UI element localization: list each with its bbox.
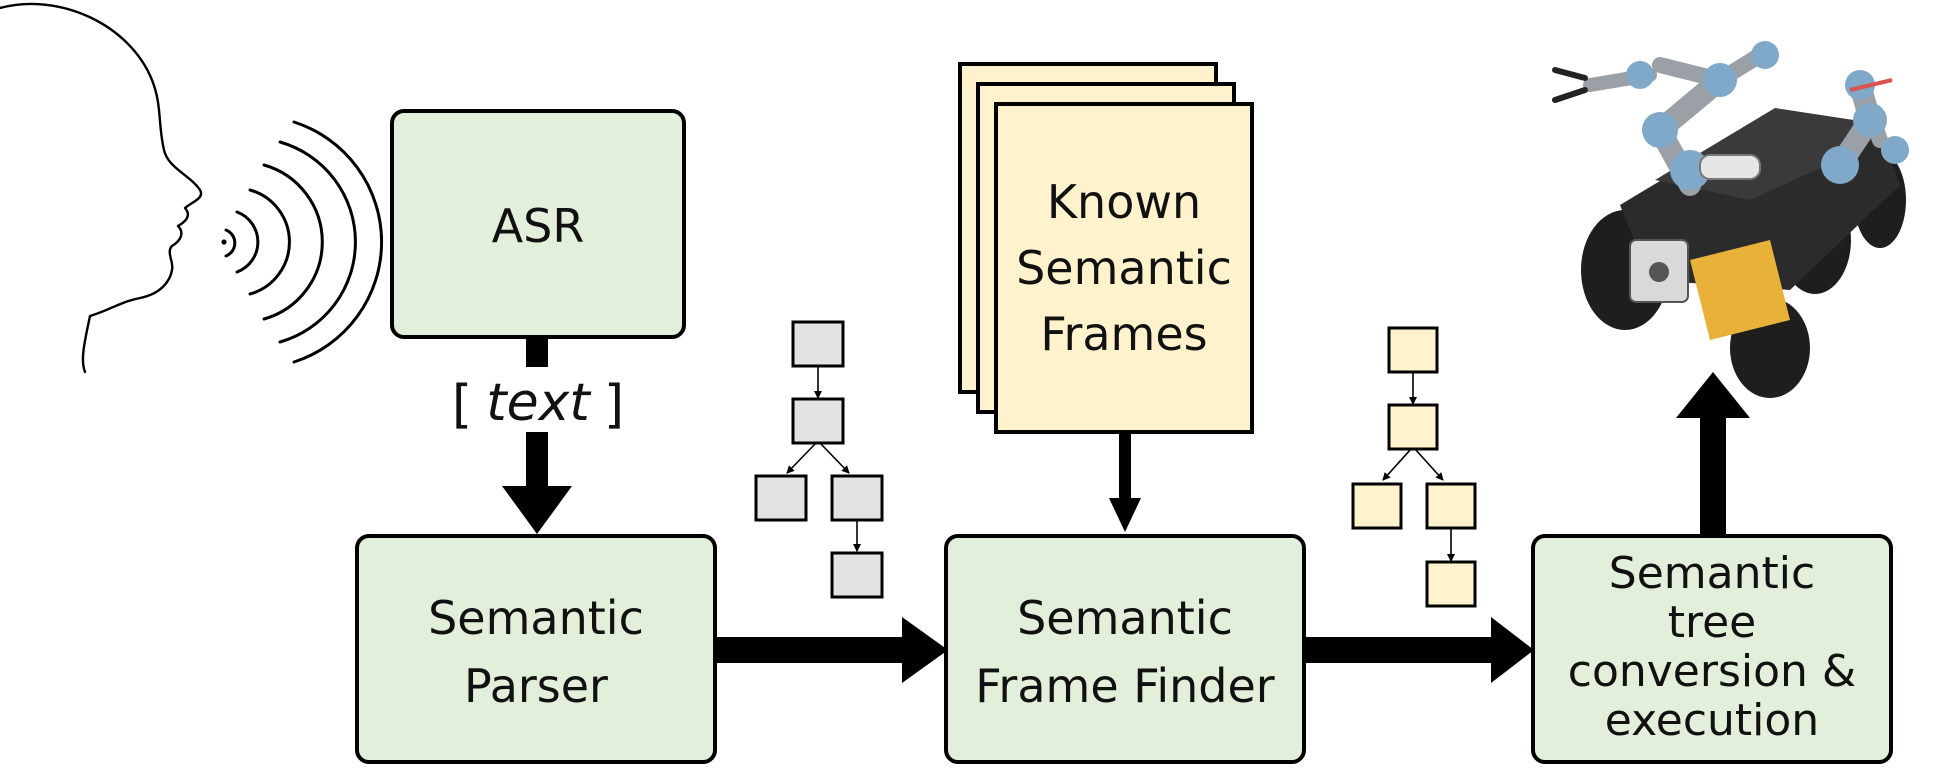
parser-to-finder-arrow	[716, 617, 948, 683]
tree-node	[791, 320, 845, 368]
tree-node	[1387, 326, 1439, 374]
semantic-parser-label-line-2: Parser	[464, 659, 608, 713]
execution-label-line-1: Semantic	[1609, 548, 1815, 599]
tree-node	[791, 397, 845, 445]
tree-node	[1425, 560, 1477, 608]
mobile-manipulator-robot-icon	[1552, 41, 1909, 398]
frame-finder-label-line-2: Frame Finder	[975, 659, 1274, 713]
frame-tree-icon	[1351, 326, 1477, 608]
frames-to-finder-arrow	[1109, 432, 1141, 532]
bracket-open: [	[452, 375, 472, 435]
semantic-parser-block: Semantic Parser	[355, 534, 717, 764]
bracket-close: ]	[604, 375, 624, 435]
known-frames-label-line-1: Known	[1047, 175, 1201, 229]
asr-to-parser-arrow	[502, 337, 572, 534]
known-semantic-frames-stack: Known Semantic Frames	[958, 62, 1254, 434]
speaking-head-icon	[0, 2, 203, 374]
parse-tree-icon	[754, 320, 884, 599]
asr-block: ASR	[390, 109, 686, 339]
tree-node	[830, 551, 884, 599]
execution-label-line-2: tree	[1668, 597, 1757, 648]
asr-output-label: [ text ]	[452, 373, 624, 435]
execution-label-line-3: conversion &	[1568, 646, 1856, 697]
tree-conversion-execution-block: Semantic tree conversion & execution	[1531, 534, 1893, 764]
asr-label: ASR	[492, 199, 585, 253]
tree-node	[830, 474, 884, 522]
tree-node	[1425, 482, 1477, 530]
known-frames-label-line-3: Frames	[1040, 307, 1207, 361]
text-label: text	[486, 373, 591, 433]
frame-finder-label-line-1: Semantic	[1017, 591, 1233, 645]
semantic-frame-finder-block: Semantic Frame Finder	[944, 534, 1306, 764]
tree-node	[754, 474, 808, 522]
sound-waves-icon	[221, 120, 384, 364]
tree-node	[1351, 482, 1403, 530]
known-frames-label-line-2: Semantic	[1016, 241, 1232, 295]
execution-to-robot-arrow	[1676, 372, 1750, 536]
finder-to-execution-arrow	[1305, 617, 1534, 683]
semantic-parser-label-line-1: Semantic	[428, 591, 644, 645]
execution-label-line-4: execution	[1605, 695, 1819, 746]
tree-node	[1387, 403, 1439, 451]
